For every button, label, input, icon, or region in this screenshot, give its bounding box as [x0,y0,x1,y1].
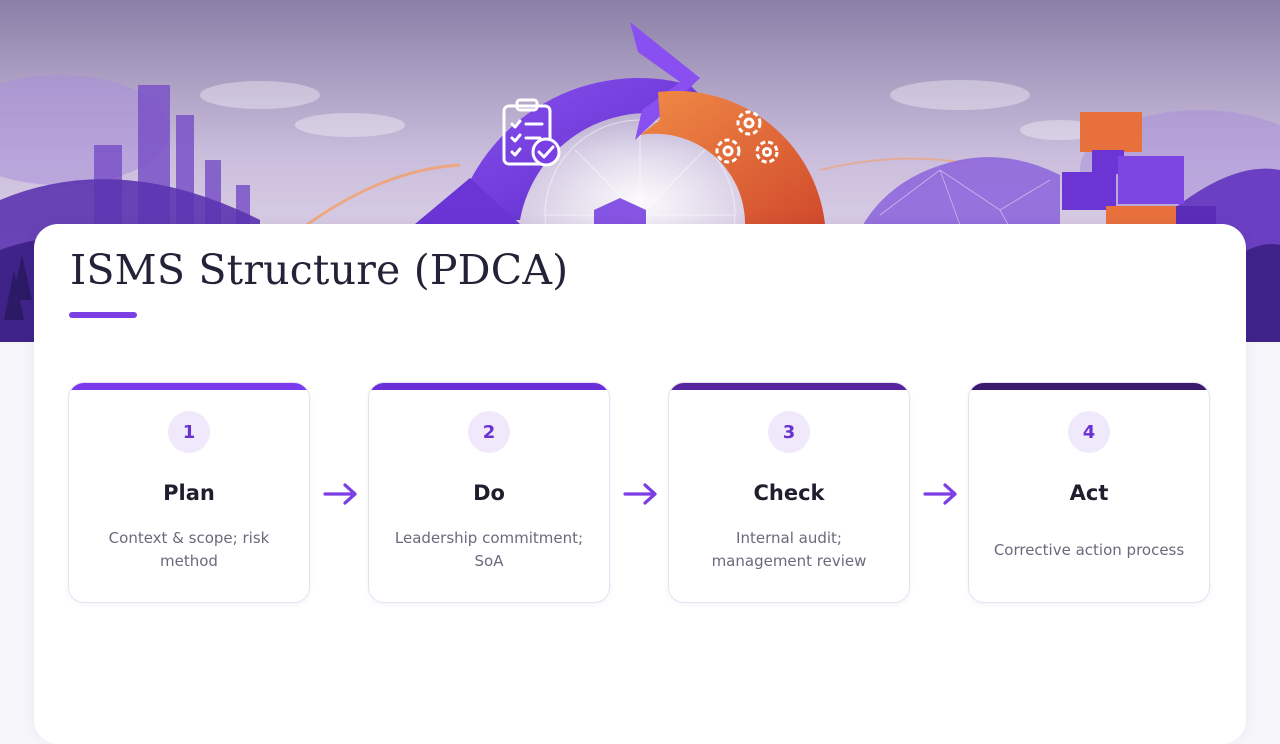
content-card: ISMS Structure (PDCA) 1 Plan Context & s… [34,224,1246,744]
step-title: Check [753,481,825,505]
step-card-act: 4 Act Corrective action process [968,382,1210,603]
cubes-decoration [1062,112,1216,226]
step-description: Internal audit; management review [711,529,867,570]
step-number-badge: 4 [1068,411,1110,453]
step-card-plan: 1 Plan Context & scope; risk method [68,382,310,603]
arrow-right-icon [323,483,357,505]
step-bar [669,383,909,390]
title-underline [69,312,137,318]
step-card-check: 3 Check Internal audit; management revie… [668,382,910,603]
arrow-right-icon [623,483,657,505]
step-description: Context & scope; risk method [108,529,270,570]
step-description: Leadership commitment; SoA [394,529,584,570]
step-number-badge: 3 [768,411,810,453]
step-number-badge: 1 [168,411,210,453]
step-title: Act [1069,481,1109,505]
step-bar [369,383,609,390]
step-bar [69,383,309,390]
clipboard-check-icon [502,98,561,167]
step-number-badge: 2 [468,411,510,453]
step-bar [969,383,1209,390]
page-title: ISMS Structure (PDCA) [70,246,569,294]
arrow-right-icon [923,483,957,505]
step-title: Do [473,481,505,505]
shield-icon [594,198,646,228]
step-card-do: 2 Do Leadership commitment; SoA [368,382,610,603]
step-description: Corrective action process [993,540,1185,559]
gears-icon [715,110,779,164]
step-title: Plan [163,481,215,505]
